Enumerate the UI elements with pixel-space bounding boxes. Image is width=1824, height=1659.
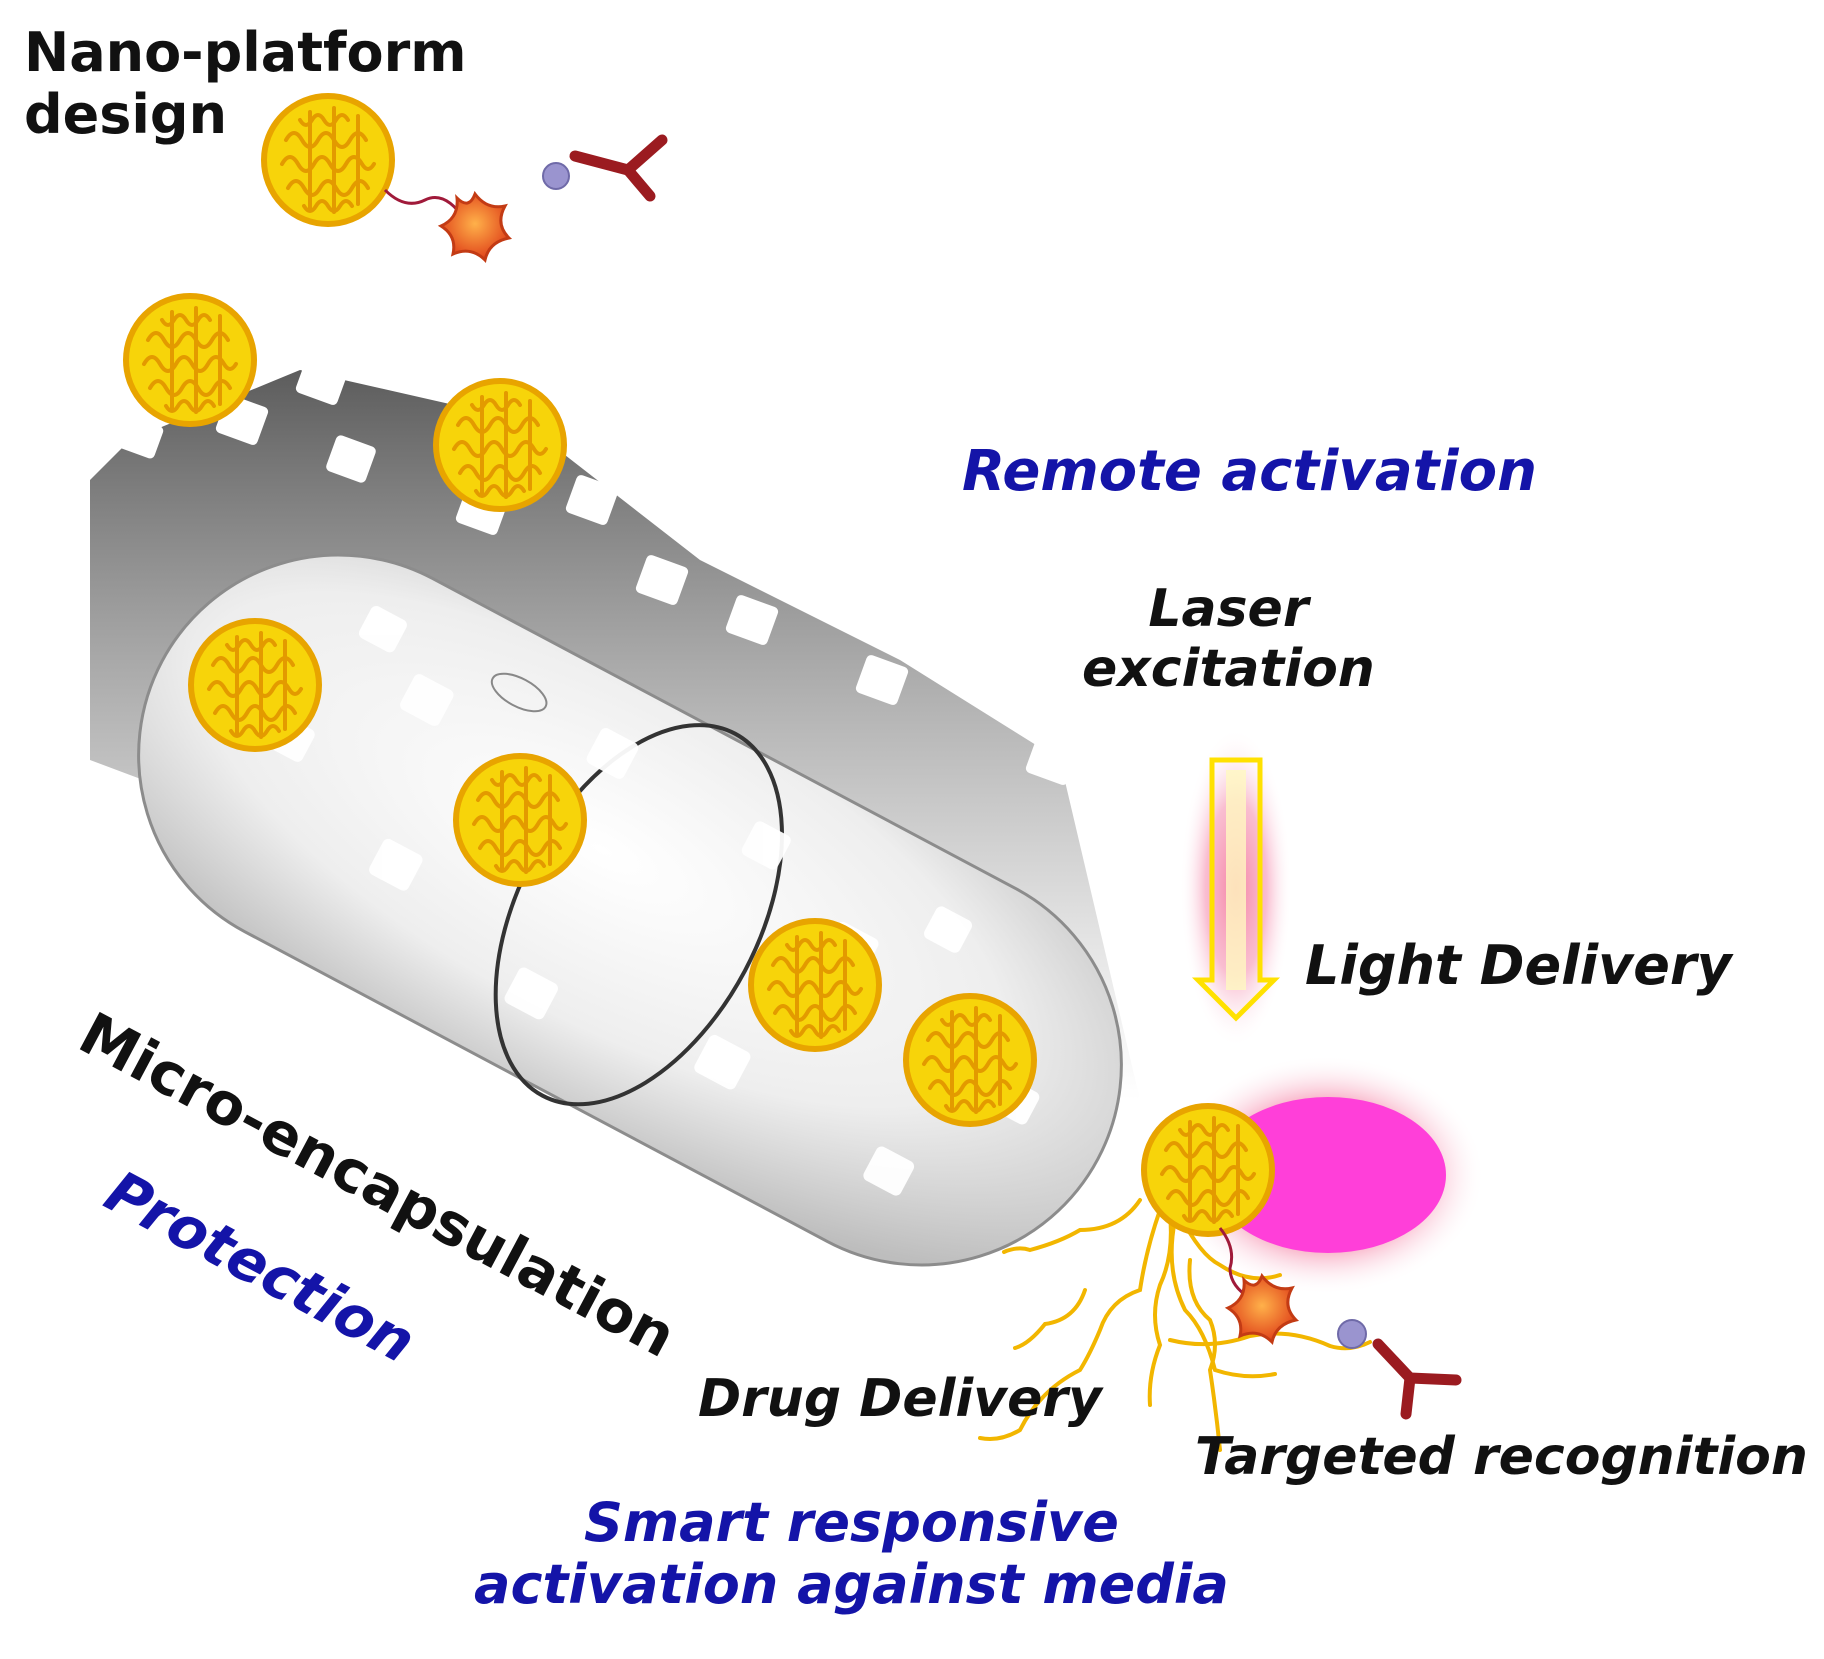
nanoparticle-icon [191,621,319,749]
smart-line1: Smart responsive [583,1491,1119,1554]
remote-activation-label: Remote activation [962,439,1537,504]
nano-platform-line1: Nano-platform [24,21,467,84]
ligand-sphere-icon [542,162,570,190]
ligand-star-icon [1224,1272,1300,1345]
smart-line2: activation against media [474,1553,1229,1617]
laser-arrow-icon [1180,728,1292,1048]
bottom-ligand-construct [1218,1227,1462,1420]
nanoparticle-icon [906,996,1034,1124]
drug-strands-icon [978,1198,1372,1452]
top-ligand-construct [383,134,668,263]
antibody-icon [569,134,668,202]
nanoparticle-icon [436,381,564,509]
nanoparticle-icon [456,756,584,884]
drug-delivery-label: Drug Delivery [698,1369,1102,1429]
antibody-icon [1372,1338,1462,1420]
laser-line2: excitation [1082,638,1375,699]
nanoparticle-icon [1144,1106,1272,1234]
nanoparticle-icon [126,296,254,424]
light-delivery-label: Light Delivery [1305,934,1732,997]
laser-line1: Laser [1148,579,1309,639]
nano-platform-line2: design [24,83,228,147]
nanoparticle-icon [751,921,879,1049]
ligand-sphere-icon [1337,1319,1367,1349]
ligand-star-icon [437,190,513,263]
targeted-recognition-label: Targeted recognition [1195,1427,1808,1487]
